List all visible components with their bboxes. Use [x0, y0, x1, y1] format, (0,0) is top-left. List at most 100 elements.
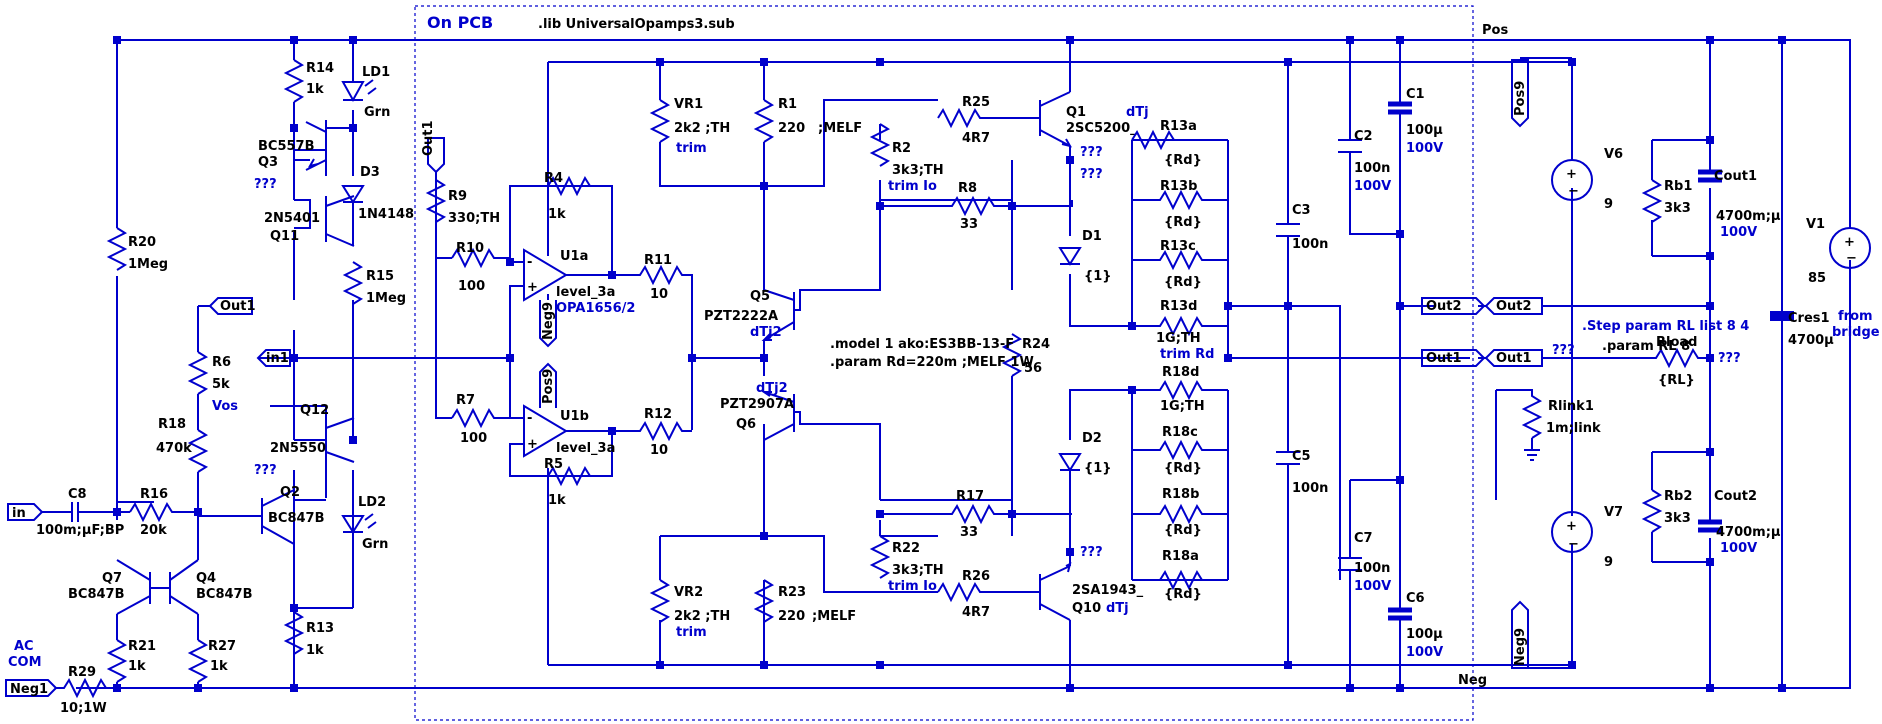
D1-diode [1058, 247, 1082, 266]
Q1-probe-c: ??? [1080, 167, 1103, 182]
R13d-val: 1G;TH [1156, 331, 1201, 346]
R6-note: Vos [212, 399, 238, 414]
pos-rail [117, 39, 1851, 228]
Cout2-ref: Cout2 [1714, 489, 1757, 504]
LD1-ref: LD1 [362, 65, 390, 80]
V6-source [1551, 159, 1593, 201]
Q2-probe: ??? [254, 463, 277, 478]
bridge-wiring [1651, 40, 1711, 688]
Cout1-note: 100V [1720, 225, 1757, 240]
R11-resistor [612, 264, 693, 430]
D3-val: 1N4148 [358, 207, 414, 222]
R20-ref: R20 [128, 235, 156, 250]
Cres1-ref: Cres1 [1788, 311, 1830, 326]
ac-label: AC [14, 639, 34, 654]
Q5-ref: Q5 [750, 289, 770, 304]
V1-ref: V1 [1806, 217, 1825, 232]
out1-top-text: Out1 [220, 299, 256, 314]
R7-resistor [451, 407, 510, 429]
out1-b-text: Out1 [1496, 351, 1532, 366]
Q10-note: dTj [1106, 601, 1129, 616]
R18c-ref: R18c [1162, 425, 1198, 440]
U1b-minus: - [527, 411, 532, 426]
rload-probe-right: ??? [1718, 351, 1741, 366]
from-label: from [1838, 309, 1873, 324]
Q5-note: dTj2 [750, 325, 782, 340]
R13d-note: trim Rd [1160, 347, 1214, 362]
Q11-ref: Q11 [270, 229, 299, 244]
R8-val: 33 [960, 217, 978, 232]
LD2-val: Grn [362, 537, 388, 552]
pos9-right-port [1511, 59, 1529, 128]
R25-val: 4R7 [962, 131, 990, 146]
R20-resistor [106, 227, 128, 271]
R7-val: 100 [460, 431, 487, 446]
R18a-val: {Rd} [1164, 587, 1202, 602]
R26-resistor [937, 581, 1036, 603]
R16-resistor [129, 501, 198, 523]
R6-resistor [187, 351, 209, 430]
R13a-resistor [1131, 129, 1228, 151]
Rb2-val: 3k3 [1664, 511, 1691, 526]
R13a-val: {Rd} [1164, 153, 1202, 168]
C5-val: 100n [1292, 481, 1328, 496]
R14-resistor [283, 59, 305, 103]
R12-resistor [612, 357, 764, 442]
R24-val: 56 [1024, 361, 1042, 376]
R4-resistor [547, 175, 591, 197]
R24-ref: R24 [1022, 337, 1050, 352]
R18c-val: {Rd} [1164, 461, 1202, 476]
Q2-val: BC847B [268, 511, 325, 526]
R20-val: 1Meg [128, 257, 168, 272]
Cres1-cap [1770, 40, 1794, 688]
U1a-plus: + [527, 280, 538, 295]
C3-ref: C3 [1292, 203, 1311, 218]
C2-cap [1338, 139, 1362, 153]
U1b-plus: + [527, 437, 538, 452]
R1-val: 220 [778, 121, 805, 136]
out2-a-text: Out2 [1426, 299, 1462, 314]
Rb2-resistor [1641, 489, 1663, 533]
neg1-text: Neg1 [10, 682, 48, 697]
Q1-val: 2SC5200_ [1066, 121, 1137, 136]
out1-a-port [1421, 349, 1486, 367]
C8-ref: C8 [68, 487, 87, 502]
Rload-val: {RL} [1658, 373, 1695, 388]
R18a-ref: R18a [1162, 549, 1199, 564]
R13c-ref: R13c [1160, 239, 1196, 254]
R9-resistor [425, 179, 447, 223]
Rload-resistor [1618, 347, 1710, 369]
R14-val: 1k [306, 82, 324, 97]
VR1-val: 2k2 ;TH [674, 121, 730, 136]
neg9-right-text: Neg9 [1513, 628, 1528, 666]
R4-val: 1k [548, 207, 566, 222]
C6-ref: C6 [1406, 591, 1425, 606]
neg9-u1-port [539, 300, 557, 348]
param-rd-directive: .param Rd=220m ;MELF 1W [830, 355, 1034, 370]
VR2-ref: VR2 [674, 585, 703, 600]
LD1-val: Grn [364, 105, 390, 120]
R13c-resistor [1132, 249, 1228, 271]
U1a-val: level_3a [556, 285, 615, 300]
R1-note: ;MELF [818, 121, 862, 136]
R27-val: 1k [210, 659, 228, 674]
C2-note: 100V [1354, 179, 1391, 194]
R5-ref: R5 [544, 457, 563, 472]
D1-ref: D1 [1082, 229, 1102, 244]
R25-resistor [937, 107, 1036, 129]
Q3-transistor [305, 120, 327, 171]
R13b-ref: R13b [1160, 179, 1197, 194]
LD1-led [341, 79, 377, 103]
param-rl-directive: .param RL 8 [1602, 339, 1690, 354]
R18b-ref: R18b [1162, 487, 1199, 502]
R18d-ref: R18d [1162, 365, 1199, 380]
C1-ref: C1 [1406, 87, 1425, 102]
in1-text: in1 [266, 351, 289, 366]
R12-val: 10 [650, 443, 668, 458]
Q4-ref: Q4 [196, 571, 216, 586]
Q1-note: dTj [1126, 105, 1149, 120]
C5-cap [1276, 451, 1300, 465]
V7-source [1551, 511, 1593, 553]
neg-net-label: Neg [1458, 673, 1487, 688]
